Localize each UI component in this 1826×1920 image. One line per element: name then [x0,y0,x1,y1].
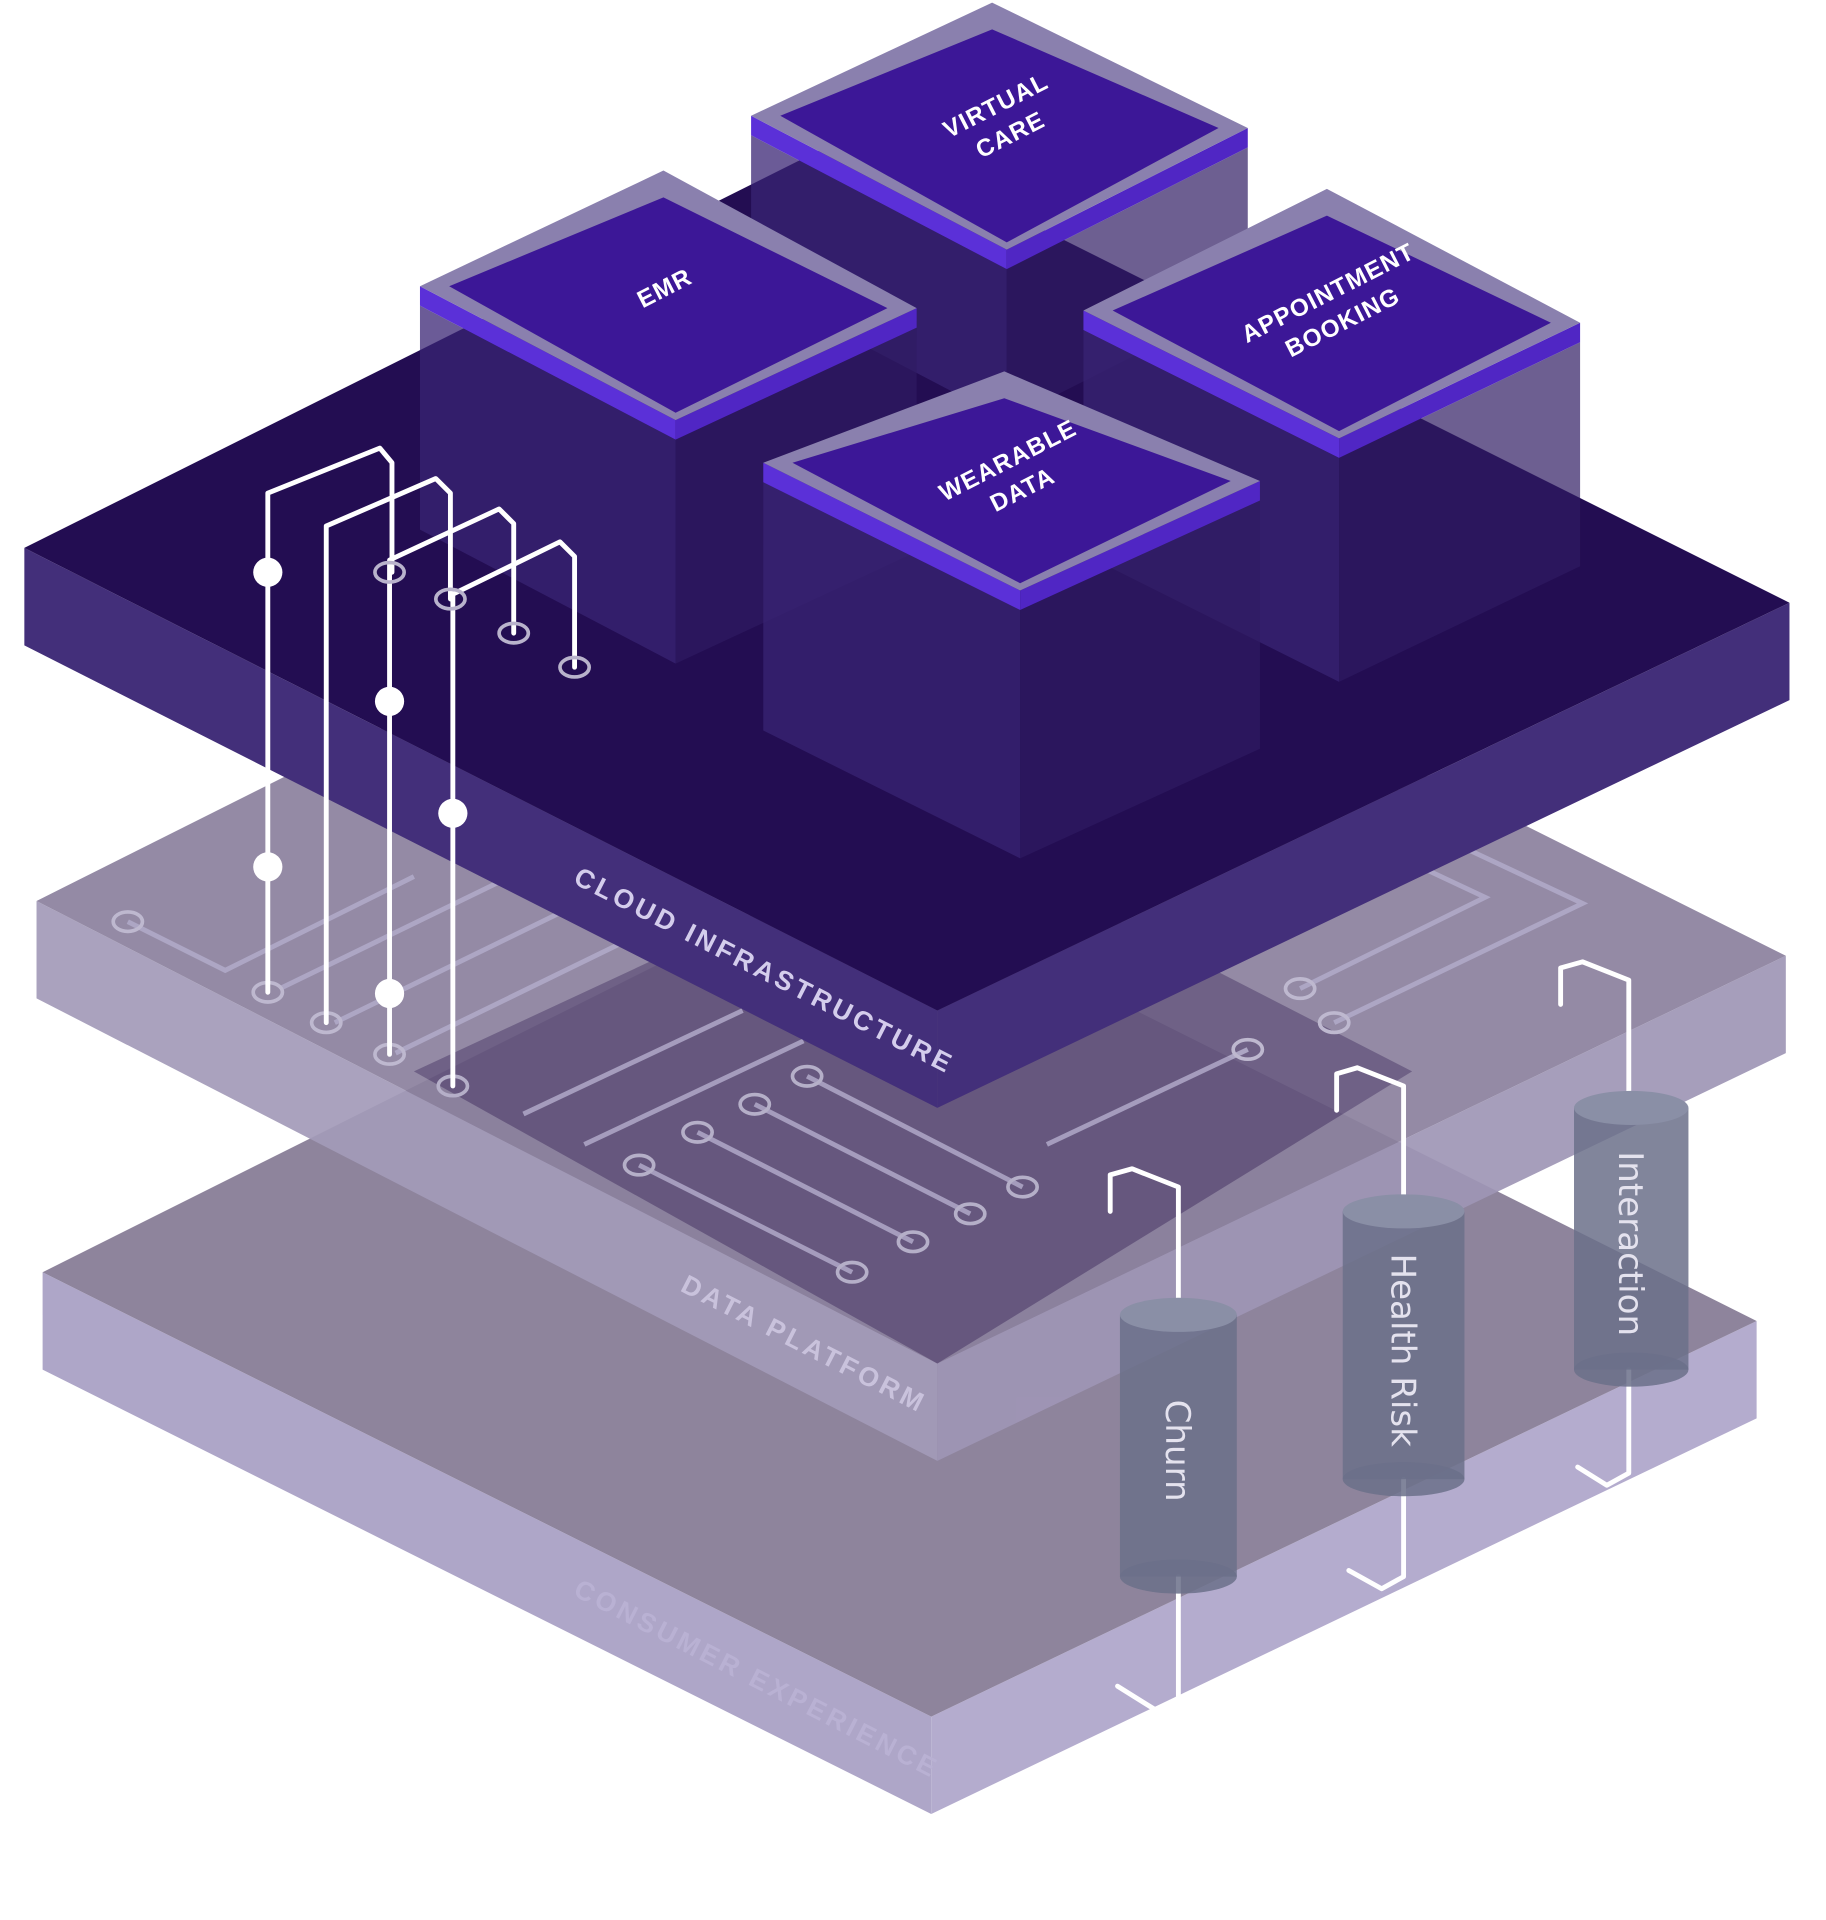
connector-wires [253,445,592,1089]
block-emr: EMR [419,170,917,664]
model-label: Churn [1157,1400,1197,1502]
model-label: Health Risk [1382,1253,1422,1447]
model-label: Interaction [1610,1151,1650,1336]
model-cylinder-health-risk: Health Risk [1334,1065,1465,1592]
model-cylinder-interaction: Interaction [1558,959,1689,1488]
model-cylinder-churn: Churn [1107,1166,1237,1713]
